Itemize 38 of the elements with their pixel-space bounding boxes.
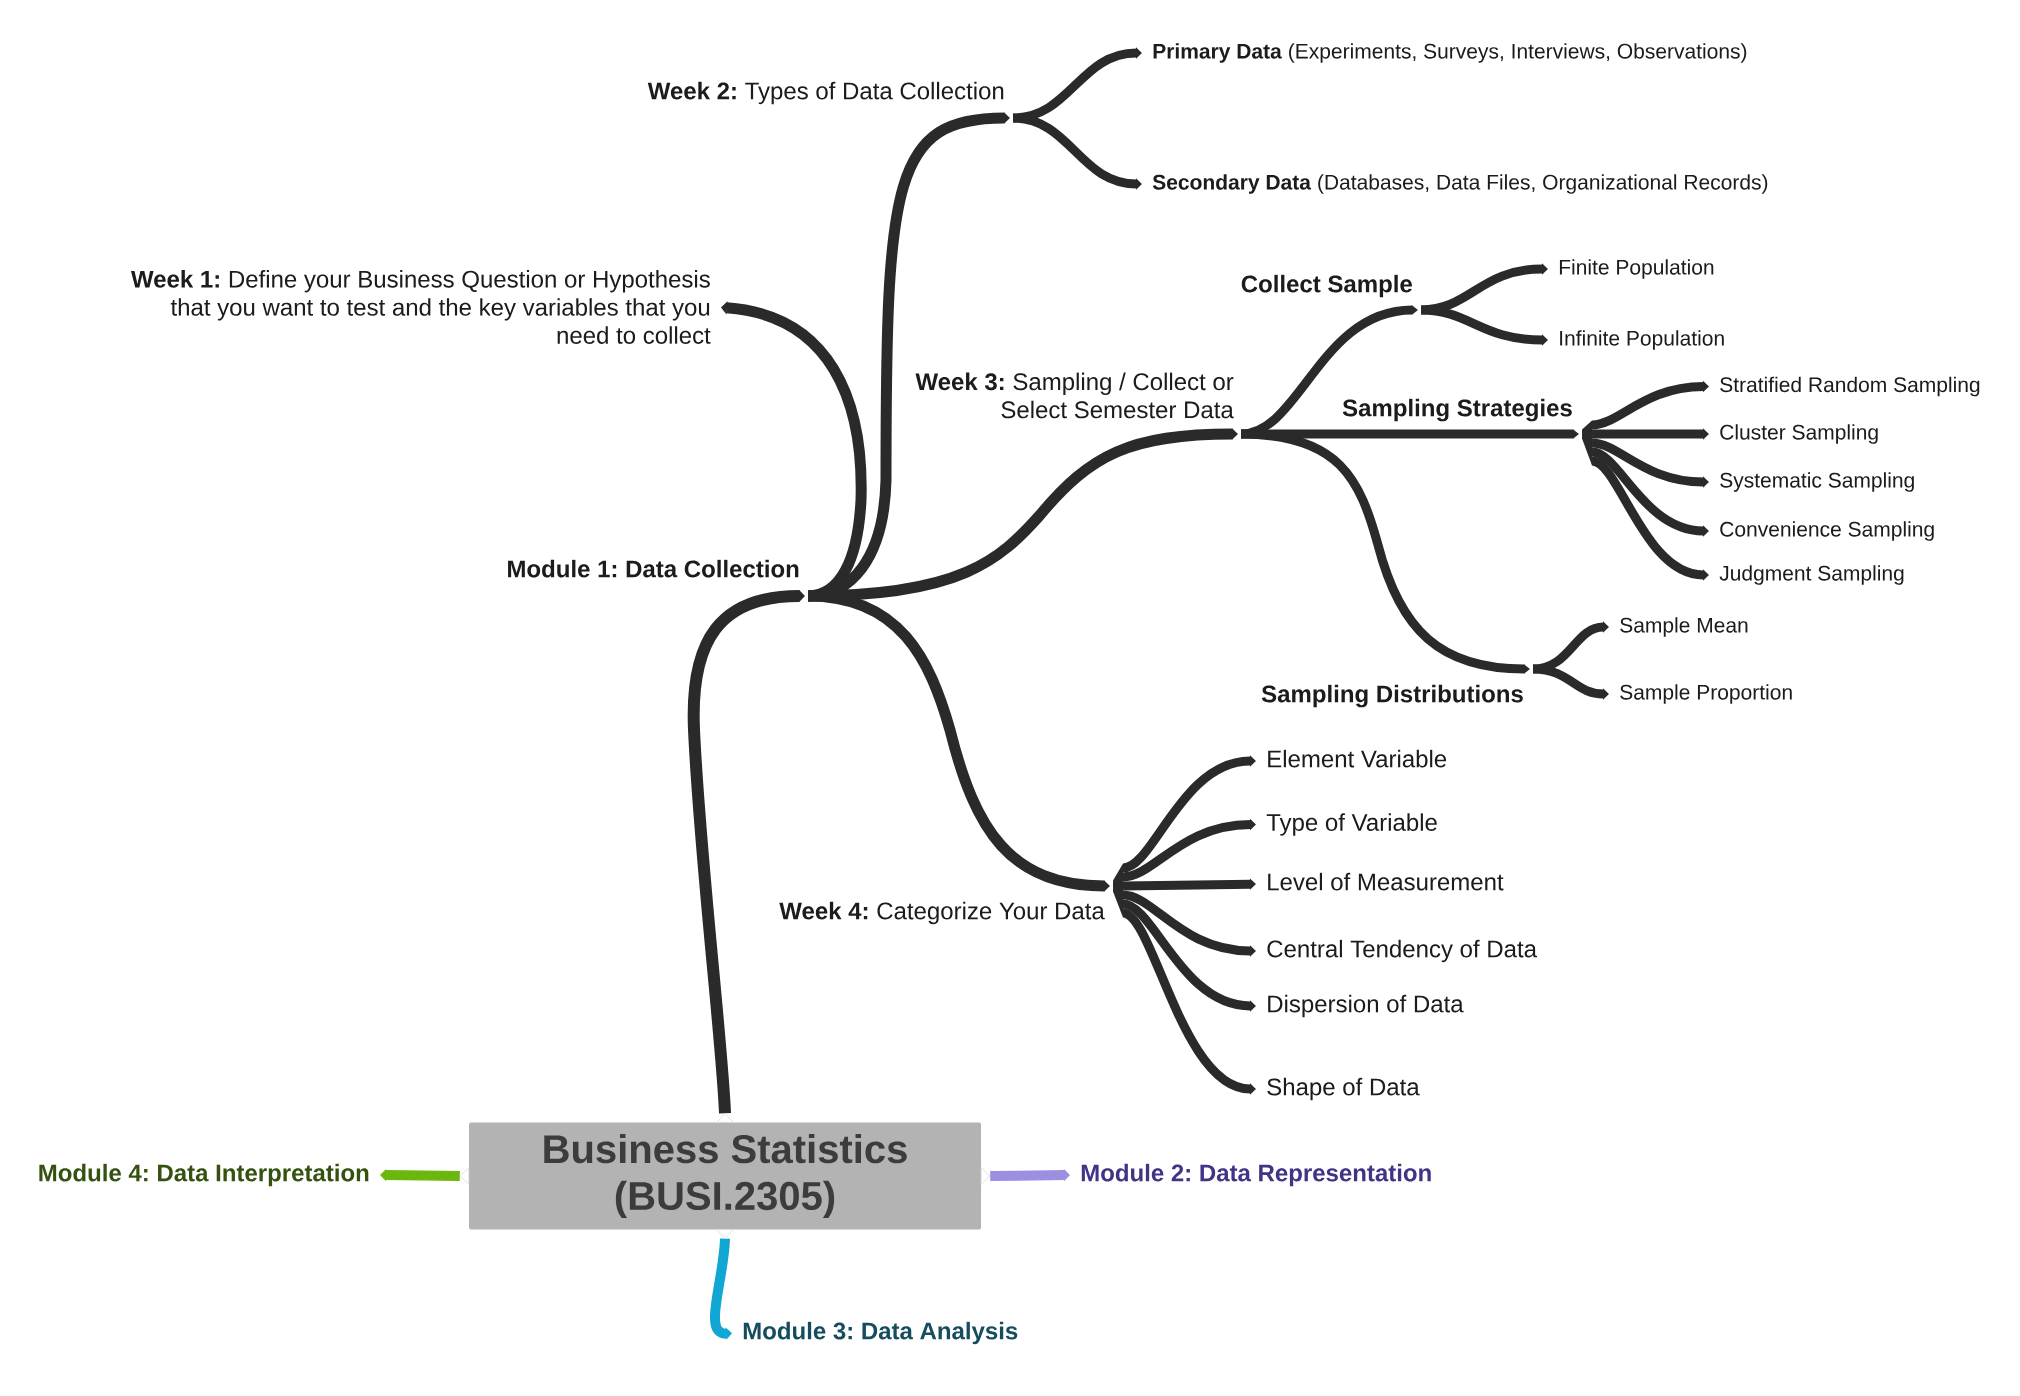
branch-label: Module 3: Data Analysis — [743, 1321, 1018, 1345]
branch-label: Dispersion of Data — [1268, 994, 1464, 1018]
branch-label: Week 2: Types of Data Collection — [647, 81, 1004, 105]
branch-label: Type of Variable — [1266, 813, 1437, 836]
branch-label: Week 3: Sampling / Collect or Select Semester Data — [915, 372, 1234, 419]
branch-line — [807, 428, 1238, 602]
branch-label: Sample Proportion — [1620, 684, 1792, 704]
branch-label: Cluster Sampling — [1720, 424, 1878, 444]
branch-label: Element Variable — [1268, 749, 1447, 768]
branch-line — [1122, 818, 1256, 882]
branch-line — [1241, 429, 1579, 439]
branch-label: Infinite Population — [1560, 330, 1724, 350]
branch-line — [687, 589, 805, 1114]
branch-label: Sampling Strategies — [1342, 398, 1572, 422]
branch-label: Collect Sample — [1241, 274, 1412, 298]
branch-label: Level of Measurement — [1268, 872, 1504, 891]
branch-label: Primary Data (Experiments, Surveys, Interviews, Observations) — [1153, 43, 1747, 63]
branch-label: Shape of Data — [1267, 1077, 1420, 1101]
branch-label: Module 2: Data Representation — [1081, 1163, 1431, 1187]
branch-label: Central Tendency of Data — [1267, 939, 1537, 963]
branch-line — [1121, 755, 1256, 873]
branch-label: Module 4: Data Interpretation — [39, 1163, 369, 1187]
branch-label: Systematic Sampling — [1720, 472, 1914, 492]
branch-label: Secondary Data (Databases, Data Files, Organizational Records) — [1152, 174, 1768, 194]
branch-label: Convenience Sampling — [1720, 521, 1934, 541]
branch-label: Finite Population — [1559, 259, 1714, 279]
branch-line — [1240, 429, 1530, 674]
topic-box: Business Statistics (BUSI.2305) — [469, 1122, 981, 1230]
branch-label: Judgment Sampling — [1719, 565, 1904, 585]
branch-line — [1591, 380, 1709, 430]
branch-label: Module 1: Data Collection — [508, 559, 799, 578]
branch-label: Sampling Distributions — [1261, 684, 1523, 708]
branch-label: Week 4: Categorize Your Data — [779, 901, 1105, 925]
branch-label: Stratified Random Sampling — [1720, 376, 1980, 397]
branch-line — [807, 590, 1110, 892]
branch-label: Week 1: Define your Business Question or Hypothesis that you want to test and the key variables that you need to collect — [131, 270, 711, 344]
branch-label: Sample Mean — [1620, 617, 1748, 637]
branch-line — [1122, 878, 1256, 891]
